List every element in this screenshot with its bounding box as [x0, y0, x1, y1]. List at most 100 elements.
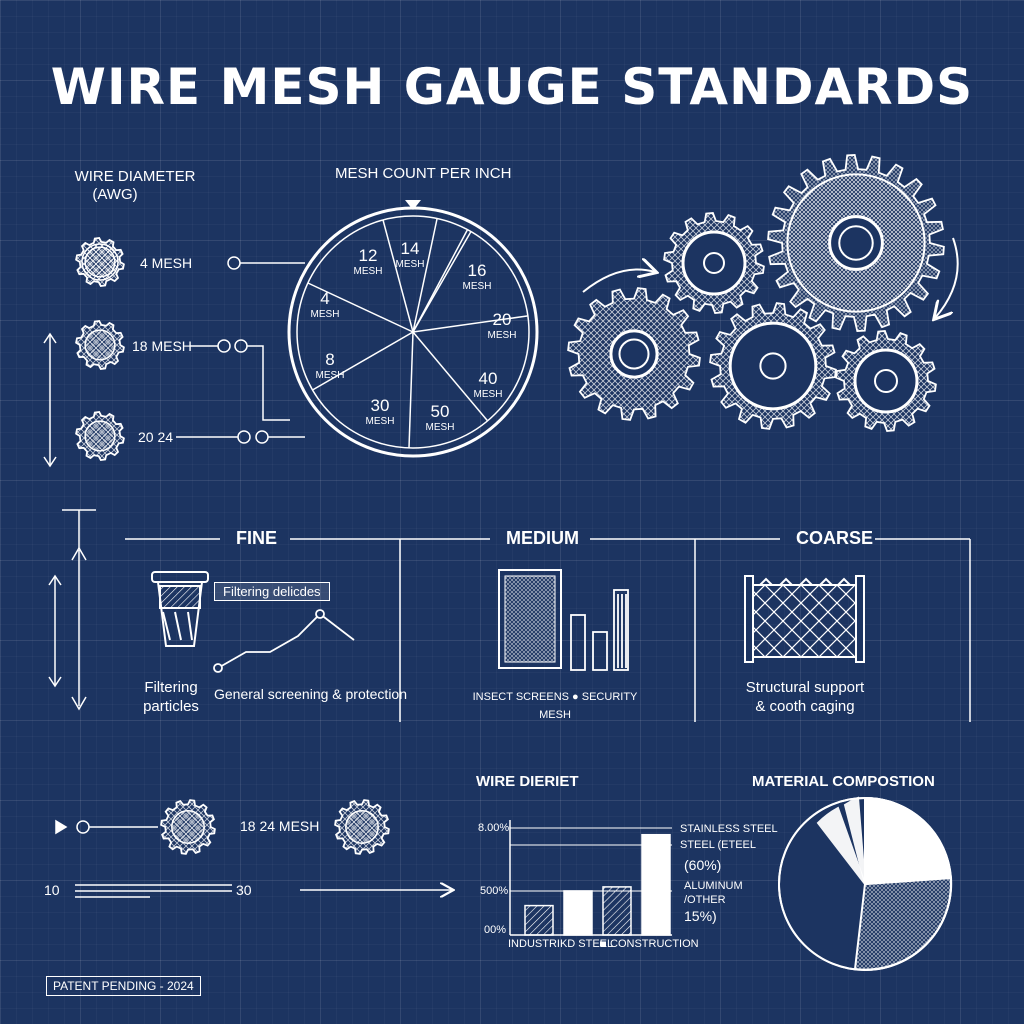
- dial-spoke: [412, 231, 472, 333]
- coarse-caption-line1: Structural support: [745, 679, 865, 696]
- gear-icon-left: [567, 287, 701, 421]
- bottom-mesh-label: 18 24 MESH: [240, 818, 320, 834]
- coarse-fence-icon: [744, 575, 865, 663]
- small-gear-icon-2: [75, 320, 125, 370]
- small-gear-icon-3: [75, 411, 125, 461]
- dial-spoke: [412, 218, 438, 333]
- mesh-segment-unit: MESH: [365, 416, 395, 427]
- dial-spoke: [307, 282, 414, 333]
- scale-start-label: 10: [44, 882, 60, 898]
- wire-chart-tick-bottom: 00%: [484, 924, 507, 936]
- material-heading: MATERIAL COMPOSTION: [752, 773, 935, 790]
- wire-row-label-3: 20 24: [138, 429, 174, 445]
- mesh-segment-unit: MESH: [315, 370, 345, 381]
- wire-chart-xlegend-right: CONSTRUCTION: [610, 938, 699, 950]
- mesh-segment-number: 30: [370, 396, 390, 415]
- mesh-count-dial: [287, 200, 539, 458]
- dial-spoke: [312, 331, 414, 391]
- wire-diameter-heading: WIRE DIAMETER (AWG): [60, 168, 210, 204]
- bottom-connector: [55, 819, 452, 898]
- mesh-segment-unit: MESH: [425, 422, 455, 433]
- gear-icon-top: [663, 212, 765, 314]
- dial-spoke: [412, 315, 529, 333]
- mesh-segment-number: 20: [492, 310, 512, 329]
- mesh-segment-number: 40: [478, 369, 498, 388]
- dimension-arrow-left-top: [43, 332, 57, 468]
- wire-chart-bar-1: [524, 904, 554, 936]
- fine-caption-2: General screening & protection: [214, 686, 407, 702]
- wire-chart-xlegend-left: INDUSTRIKD STEEL: [508, 938, 614, 950]
- mesh-segment-number: 16: [467, 261, 487, 280]
- legend-stainless: STAINLESS STEEL: [680, 823, 778, 835]
- medium-caption-line1: INSECT SCREENS ● SECURITY: [472, 691, 638, 703]
- insect-screen-panel: [498, 569, 562, 669]
- medium-caption: INSECT SCREENS ● SECURITY MESH: [470, 688, 640, 724]
- mesh-segment-number: 50: [430, 402, 450, 421]
- mesh-segment-number: 8: [325, 350, 335, 369]
- wire-chart-bars: [524, 833, 671, 936]
- wire-chart-heading: WIRE DIERIET: [476, 773, 579, 790]
- wire-row-label-1: 4 MESH: [140, 255, 193, 271]
- mesh-segment-unit: MESH: [473, 389, 503, 400]
- dial-spoke: [408, 331, 414, 448]
- patent-badge: PATENT PENDING - 2024: [46, 976, 201, 996]
- gear-cluster: [567, 154, 945, 432]
- wire-diameter-heading-line1: WIRE DIAMETER: [74, 168, 196, 185]
- mesh-segment-unit: MESH: [395, 259, 425, 270]
- filter-cup-icon: [151, 571, 209, 647]
- fine-caption-line2: particles: [143, 698, 199, 715]
- legend-steel: STEEL (ETEEL: [680, 839, 757, 851]
- mesh-segment-unit: MESH: [487, 330, 517, 341]
- small-gear-icon-4: [160, 799, 216, 855]
- page-title: WIRE MESH GAUGE STANDARDS: [50, 58, 974, 116]
- fine-tag: Filtering delicdes: [214, 582, 330, 601]
- dial-spoke: [382, 219, 414, 333]
- legend-other: /OTHER: [684, 894, 726, 906]
- scale-end-label: 30: [236, 882, 252, 898]
- small-gear-icon-5: [334, 799, 390, 855]
- wire-chart-bar-4: [641, 833, 671, 936]
- mesh-segment-unit: MESH: [353, 266, 383, 277]
- rotation-arrows: [582, 237, 959, 318]
- mesh-segment-number: 14: [400, 239, 420, 258]
- wire-chart-tick-mid: 500%: [480, 885, 509, 897]
- category-heading-medium: MEDIUM: [506, 528, 579, 548]
- large-gear-icon: [767, 154, 945, 332]
- wire-chart-bar-3: [602, 886, 632, 936]
- category-frame: [48, 509, 971, 722]
- medium-bars: [570, 589, 629, 671]
- wire-chart-bar-2: [563, 890, 593, 936]
- gear-icon-right: [835, 330, 937, 432]
- material-pie: [778, 796, 953, 971]
- mesh-segment-unit: MESH: [462, 281, 492, 292]
- dial-spoke: [412, 331, 489, 422]
- category-heading-coarse: COARSE: [796, 528, 874, 548]
- mesh-segment-number: 4: [320, 289, 330, 308]
- fine-caption-line1: Filtering: [144, 679, 198, 696]
- legend-pct-2: 15%): [684, 908, 717, 924]
- coarse-caption-line2: & cooth caging: [755, 698, 855, 715]
- mesh-count-heading: MESH COUNT PER INCH: [335, 165, 512, 182]
- legend-aluminum: ALUMINUM: [684, 880, 743, 892]
- fine-caption: Filtering particles: [138, 678, 204, 716]
- gear-icon-middle: [709, 302, 837, 430]
- connector-lines: [176, 256, 305, 444]
- medium-caption-line2: MESH: [539, 709, 571, 721]
- coarse-caption: Structural support & cooth caging: [730, 678, 880, 716]
- legend-pct-1: (60%): [684, 857, 722, 873]
- wire-diameter-heading-line2: (AWG): [92, 186, 138, 203]
- wire-chart-tick-top: 8.00%: [478, 822, 510, 834]
- screening-trend-line: [213, 609, 355, 673]
- mesh-segment-unit: MESH: [310, 309, 340, 320]
- category-heading-fine: FINE: [236, 528, 278, 548]
- small-gear-icon-1: [75, 237, 125, 287]
